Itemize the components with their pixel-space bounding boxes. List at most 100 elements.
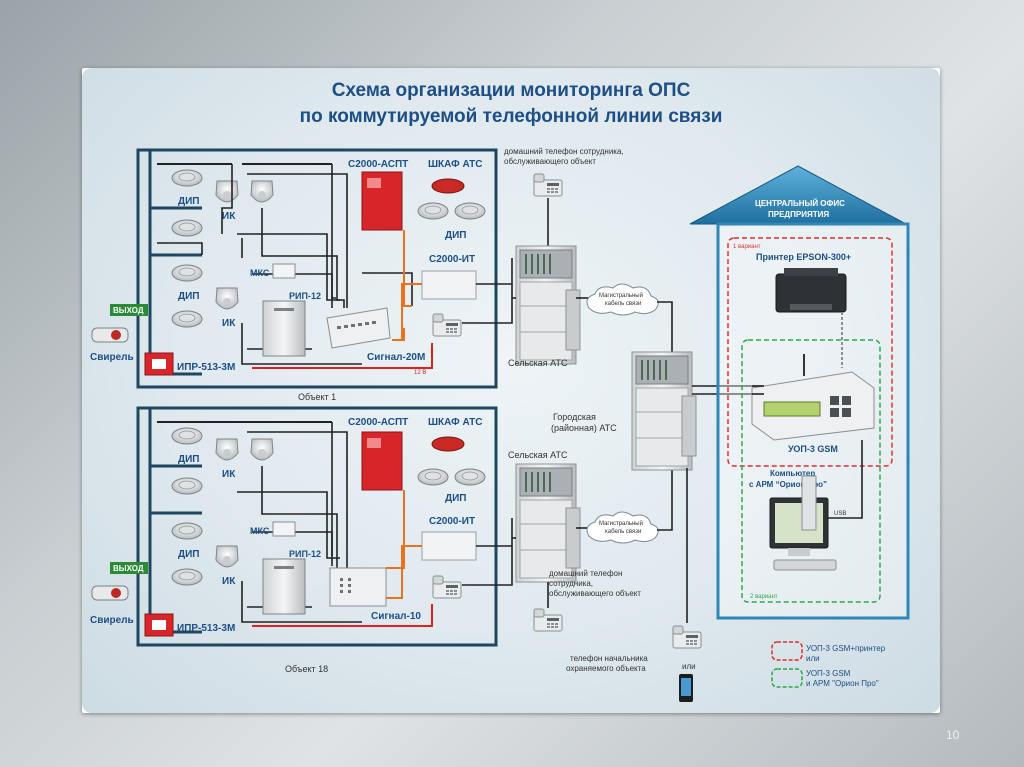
legend-variant-1-swatch	[771, 641, 803, 661]
signal-10-label: Сигнал-10	[371, 611, 421, 622]
fire-alarm-bell-icon	[431, 178, 465, 194]
home-phone-label: домашний телефон	[549, 569, 622, 578]
object-1-frame	[136, 148, 498, 389]
trunk-cable-cloud-icon	[586, 511, 659, 544]
c2000-it-module	[421, 270, 477, 300]
mks-label: МКС	[250, 526, 270, 536]
ipr-label: ИПР-513-3М	[177, 362, 235, 373]
dip-label: ДИП	[178, 454, 200, 465]
chief-phone-label: охраняемого объекта	[566, 664, 646, 673]
trunk-label: Магистральный	[599, 292, 643, 299]
exit-sign	[110, 304, 148, 316]
exit-label: ВЫХОД	[113, 564, 144, 573]
signal-20m-panel	[326, 307, 391, 349]
variant-1-label: 1 вариант	[733, 244, 761, 250]
aspt-label: С2000-АСПТ	[348, 417, 408, 428]
c2000-it-label: С2000-ИТ	[429, 516, 475, 527]
legend-variant-2-text: УОП-3 GSM	[806, 669, 851, 678]
legend-variant-2-swatch	[771, 668, 803, 688]
rip12-label: РИП-12	[289, 291, 321, 301]
central-office: ЦЕНТРАЛЬНЫЙ ОФИС ПРЕДПРИЯТИЯ 1 вариант 2…	[689, 165, 910, 620]
c2000-it-module	[421, 531, 477, 561]
keyboard-icon	[773, 559, 837, 571]
rural-ats-rack	[515, 245, 581, 365]
dip-label: ДИП	[445, 493, 467, 504]
siren-label: Свирель	[90, 615, 134, 626]
title-line-1: Схема организации мониторинга ОПС	[331, 80, 691, 101]
object-1-label: Объект 1	[298, 392, 336, 402]
home-phone-label: домашний телефон сотрудника,	[504, 147, 624, 156]
dip-label: ДИП	[445, 230, 467, 241]
rural-ats-label: Сельская АТС	[508, 358, 568, 368]
variant-1-box	[727, 237, 893, 467]
dip-label: ДИП	[178, 196, 200, 207]
monitoring-diagram: ДИП ДИП ИК ИК МКС РИП-12	[90, 147, 910, 702]
computer-label: с АРМ “Орион Про”	[749, 480, 827, 489]
smoke-detector-icon	[171, 219, 203, 237]
telephone-icon	[533, 608, 563, 632]
telephone-icon	[432, 313, 462, 337]
aspt-label: С2000-АСПТ	[348, 159, 408, 170]
smoke-detector-icon	[171, 264, 203, 282]
home-phone-label: обслуживающего объект	[504, 157, 596, 166]
slide: Схема организации мониторинга ОПС по ком…	[82, 68, 940, 713]
smoke-detector-icon	[171, 310, 203, 328]
exit-label: ВЫХОД	[113, 306, 144, 315]
fire-alarm-bell-icon	[431, 436, 465, 452]
motion-sensor-icon	[215, 287, 239, 310]
siren-icon	[91, 585, 129, 601]
uop-label: УОП-3 GSM	[788, 444, 838, 454]
usb-label: USB	[834, 511, 846, 517]
object-1: ДИП ДИП ИК ИК МКС РИП-12	[90, 148, 513, 402]
shkaf-label: ШКАФ АТС	[428, 159, 483, 170]
trunk-label: Магистральный	[599, 520, 643, 527]
home-phone-label: сотрудника,	[549, 579, 593, 588]
legend-variant-1-text: УОП-3 GSM+принтер	[806, 644, 886, 653]
rural-ats-label: Сельская АТС	[508, 450, 568, 460]
ik-label: ИК	[222, 576, 236, 587]
motion-sensor-icon	[215, 180, 239, 203]
siren-icon	[91, 327, 129, 343]
variant-2-label: 2 вариант	[750, 594, 778, 600]
trunk-cable-cloud-icon	[586, 283, 659, 316]
smoke-detector-icon	[417, 468, 449, 486]
telephone-icon	[432, 575, 462, 599]
office-label: ПРЕДПРИЯТИЯ	[768, 210, 829, 219]
siren-label: Свирель	[90, 352, 134, 363]
smoke-detector-icon	[171, 522, 203, 540]
city-ats-rack	[631, 351, 697, 471]
object-18-label: Объект 18	[285, 664, 328, 674]
smoke-detector-icon	[454, 202, 486, 220]
page-number: 10	[946, 728, 960, 742]
home-phone-label: обслуживающего объект	[549, 589, 641, 598]
telephone-network: домашний телефон сотрудника, обслуживающ…	[504, 147, 762, 702]
c2000-it-label: С2000-ИТ	[429, 254, 475, 265]
pc-case-icon	[801, 475, 817, 531]
object-18-frame	[136, 406, 498, 647]
legend-variant-1-or: или	[806, 654, 820, 663]
motion-sensor-icon	[215, 438, 239, 461]
printer-label: Принтер EPSON-300+	[756, 252, 851, 262]
office-label: ЦЕНТРАЛЬНЫЙ ОФИС	[755, 199, 845, 208]
chief-phone-label: телефон начальника	[570, 654, 648, 663]
rural-ats-rack	[515, 463, 581, 583]
exit-sign	[110, 562, 148, 574]
telephone-icon	[533, 173, 563, 197]
smoke-detector-icon	[171, 427, 203, 445]
or-label: или	[682, 662, 696, 671]
smoke-detector-icon	[171, 477, 203, 495]
legend: УОП-3 GSM+принтер или УОП-3 GSM и АРМ "О…	[771, 641, 886, 688]
ik-label: ИК	[222, 469, 236, 480]
motion-sensor-icon	[250, 438, 274, 461]
volt-label: 12 В	[414, 370, 426, 376]
mks-module	[272, 521, 296, 537]
ipr-label: ИПР-513-3М	[177, 623, 235, 634]
dip-label: ДИП	[178, 291, 200, 302]
mks-label: МКС	[250, 268, 270, 278]
signal-20m-label: Сигнал-20М	[367, 352, 425, 363]
smoke-detector-icon	[417, 202, 449, 220]
shkaf-label: ШКАФ АТС	[428, 417, 483, 428]
motion-sensor-icon	[215, 545, 239, 568]
city-ats-label: (районная) АТС	[551, 423, 617, 433]
telephone-icon	[672, 625, 702, 649]
